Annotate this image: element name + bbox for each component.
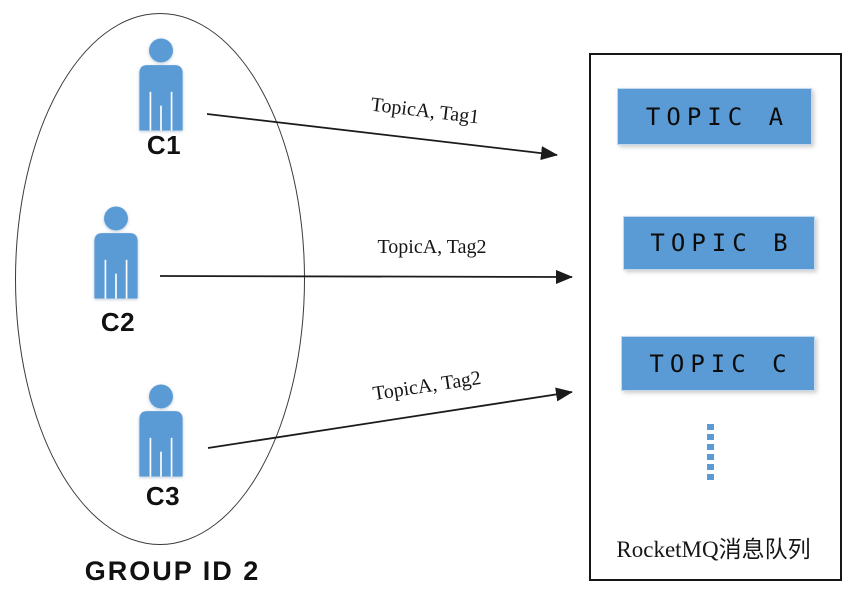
person-icon bbox=[138, 383, 184, 478]
consumer-c2-label: C2 bbox=[100, 307, 136, 337]
consumer-c3-label: C3 bbox=[145, 481, 181, 511]
queue-title: RocketMQ消息队列 bbox=[616, 537, 811, 562]
group-id-label: GROUP ID 2 bbox=[84, 556, 261, 586]
vertical-ellipsis-dashes-icon bbox=[707, 424, 714, 484]
topic-b-box: TOPIC B bbox=[623, 216, 815, 270]
arrow-label-topica-tag2-2: TopicA, Tag2 bbox=[371, 366, 483, 406]
topic-a-box: TOPIC A bbox=[617, 88, 812, 145]
topic-c-box: TOPIC C bbox=[621, 336, 815, 391]
arrow-label-topica-tag1: TopicA, Tag1 bbox=[369, 93, 481, 129]
consumer-c3 bbox=[138, 383, 184, 478]
consumer-c1-label: C1 bbox=[146, 130, 182, 160]
consumer-c1 bbox=[138, 37, 184, 132]
person-icon bbox=[93, 205, 139, 300]
arrow-label-topica-tag2: TopicA, Tag2 bbox=[377, 236, 487, 258]
consumer-group-ellipse bbox=[15, 13, 305, 545]
consumer-c2 bbox=[93, 205, 139, 300]
person-icon bbox=[138, 37, 184, 132]
